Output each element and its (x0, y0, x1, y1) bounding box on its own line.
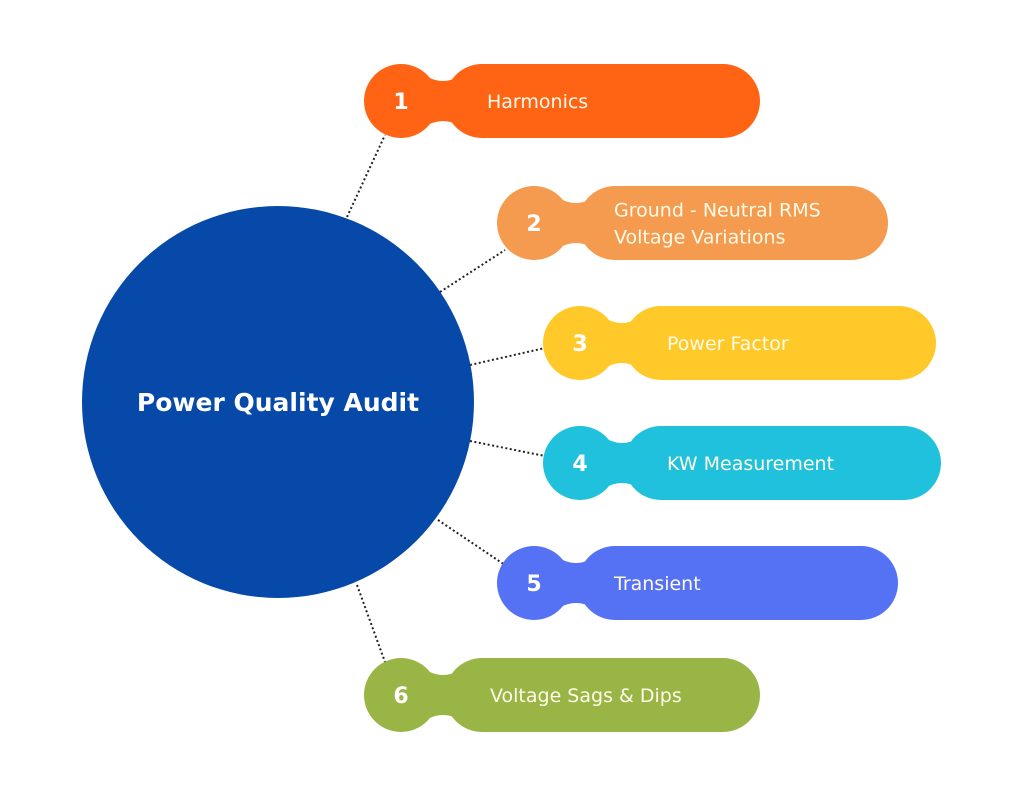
label-pill (624, 306, 936, 380)
connector-line-3 (469, 347, 546, 366)
connector-line-2 (439, 249, 506, 293)
number-badge (497, 186, 571, 260)
item-label: Harmonics (487, 91, 588, 113)
item-1: 1 Harmonics (364, 64, 760, 138)
connectors (346, 134, 546, 663)
item-label: KW Measurement (667, 453, 834, 475)
connector-line-5 (437, 519, 506, 566)
label-pill (578, 546, 898, 620)
connector-line-6 (356, 584, 386, 663)
item-label: Transient (613, 573, 701, 595)
number-badge (543, 426, 617, 500)
label-pill (445, 64, 760, 138)
item-2: 2 Ground - Neutral RMS Voltage Variations (497, 186, 888, 260)
center-circle (82, 206, 474, 598)
item-number: 4 (572, 452, 587, 477)
item-label: Voltage Variations (614, 227, 786, 249)
item-label: Power Factor (667, 333, 789, 355)
item-number: 1 (393, 90, 408, 115)
item-label: Voltage Sags & Dips (490, 685, 682, 707)
item-number: 5 (526, 572, 541, 597)
label-pill (624, 426, 941, 500)
number-badge (364, 64, 438, 138)
connector-line-1 (346, 134, 386, 218)
number-badge (497, 546, 571, 620)
item-number: 2 (526, 212, 541, 237)
center-title: Power Quality Audit (137, 388, 419, 417)
connector-line-4 (469, 440, 546, 457)
item-6: 6 Voltage Sags & Dips (364, 658, 760, 732)
item-4: 4 KW Measurement (543, 426, 941, 500)
item-5: 5 Transient (497, 546, 898, 620)
item-list: 1 Harmonics 2 Ground - Neutral RMS Voltage V… (364, 64, 941, 732)
item-label: Ground - Neutral RMS (614, 200, 821, 222)
number-badge (364, 658, 438, 732)
label-pill (578, 186, 888, 260)
number-badge (543, 306, 617, 380)
item-number: 6 (393, 684, 408, 709)
label-pill (445, 658, 760, 732)
item-number: 3 (572, 332, 587, 357)
item-3: 3 Power Factor (543, 306, 936, 380)
